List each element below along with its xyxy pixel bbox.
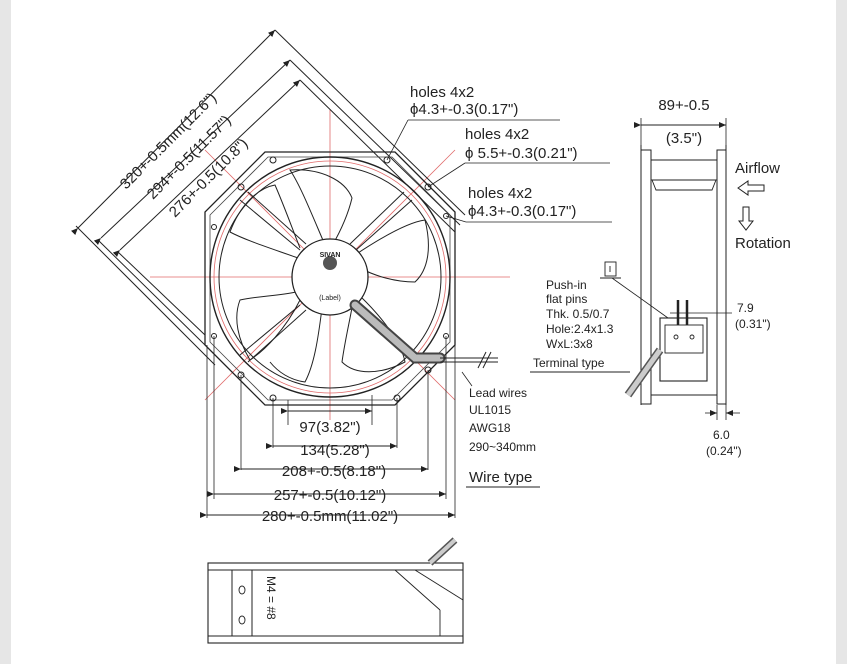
terminal-callout: Push-in flat pins Thk. 0.5/0.7 Hole:2.4x… bbox=[530, 261, 771, 373]
holes-c-title: holes 4x2 bbox=[468, 185, 532, 202]
diagonal-dimensions bbox=[70, 29, 466, 366]
holes-a-spec: ϕ4.3+-0.3(0.17") bbox=[410, 101, 518, 118]
rotation-arrow-icon bbox=[737, 206, 755, 231]
terminal-dim-79-in: (0.31") bbox=[735, 317, 771, 331]
hole-leaders bbox=[386, 119, 612, 223]
lead-wire-cable bbox=[349, 299, 498, 369]
dim-257: 257+-0.5(10.12") bbox=[274, 487, 387, 504]
holes-a-title: holes 4x2 bbox=[410, 84, 474, 101]
rotation-label: Rotation bbox=[735, 235, 791, 252]
hub-brand: SIVAN bbox=[320, 252, 341, 259]
front-view: SIVAN (Label) bbox=[70, 29, 612, 518]
dim-134: 134(5.28") bbox=[300, 442, 370, 459]
side-terminal-block bbox=[659, 317, 708, 382]
terminal-type-label: Terminal type bbox=[533, 356, 605, 370]
wire-awg: AWG18 bbox=[469, 421, 511, 435]
terminal-hole: Hole:2.4x1.3 bbox=[546, 322, 614, 336]
dim-97: 97(3.82") bbox=[299, 419, 360, 436]
side-dim-6: 6.0 bbox=[713, 428, 730, 442]
side-dim-6-in: (0.24") bbox=[706, 444, 742, 458]
venturi-inner bbox=[218, 165, 442, 389]
terminal-wxl: WxL:3x8 bbox=[546, 337, 593, 351]
wire-callout: Lead wires UL1015 AWG18 290~340mm Wire t… bbox=[461, 371, 540, 488]
fan-blades bbox=[229, 169, 429, 383]
fan-frame-inner bbox=[209, 156, 451, 401]
hub-label: (Label) bbox=[319, 295, 341, 302]
terminal-dim-79: 7.9 bbox=[737, 301, 754, 315]
holes-b-title: holes 4x2 bbox=[465, 126, 529, 143]
wire-ul: UL1015 bbox=[469, 403, 511, 417]
side-dim-89-in: (3.5") bbox=[666, 130, 702, 147]
left-margin-band bbox=[0, 0, 11, 664]
holes-b-spec: ϕ 5.5+-0.3(0.21") bbox=[465, 145, 578, 162]
terminal-thickness: Thk. 0.5/0.7 bbox=[546, 307, 610, 321]
extension-lines bbox=[206, 336, 456, 518]
hub-logo-disc bbox=[323, 256, 337, 270]
airflow-arrow-icon bbox=[737, 180, 765, 196]
bottom-thread-label: M4 = #8 bbox=[264, 576, 278, 620]
right-margin-band bbox=[836, 0, 847, 664]
terminal-push-in: Push-in bbox=[546, 278, 587, 292]
pin-symbol-icon bbox=[604, 261, 617, 277]
frame-struts bbox=[239, 191, 413, 363]
wire-lead-wires: Lead wires bbox=[469, 386, 527, 400]
dim-208: 208+-0.5(8.18") bbox=[282, 463, 386, 480]
side-dim-89: 89+-0.5 bbox=[658, 97, 709, 114]
wire-length: 290~340mm bbox=[469, 440, 536, 454]
fan-hub bbox=[291, 238, 369, 316]
terminal-flat-pins: flat pins bbox=[546, 292, 587, 306]
side-view bbox=[624, 118, 740, 420]
holes-c-spec: ϕ4.3+-0.3(0.17") bbox=[468, 203, 576, 220]
horizontal-dimensions bbox=[200, 408, 455, 518]
dim-280: 280+-0.5mm(11.02") bbox=[262, 508, 398, 525]
fan-frame bbox=[204, 151, 456, 406]
airflow-label: Airflow bbox=[735, 160, 780, 177]
venturi-outer bbox=[209, 156, 451, 398]
wire-type-label: Wire type bbox=[469, 469, 532, 486]
bottom-view bbox=[207, 537, 464, 644]
